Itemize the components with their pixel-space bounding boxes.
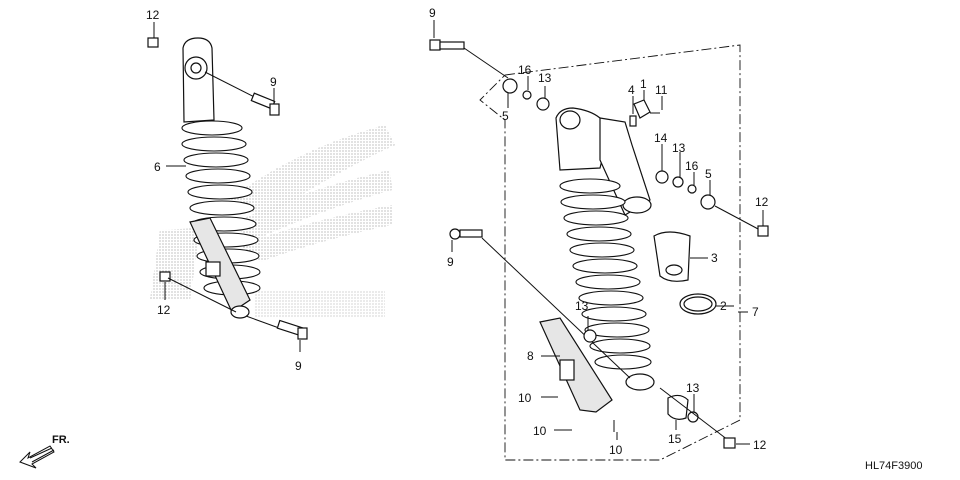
- dust-seal-16-top: [522, 90, 532, 100]
- callout-1: 1: [640, 77, 647, 91]
- callout-16-top: 16: [518, 63, 532, 77]
- bearing-13-mid: [672, 176, 684, 188]
- callout-12-left: 12: [157, 303, 171, 317]
- bolt-9-left-head: [449, 228, 461, 240]
- callout-9-top: 9: [429, 6, 436, 20]
- callout-5-mid: 5: [705, 167, 712, 181]
- callout-10-a: 10: [518, 391, 532, 405]
- right-lower-eye: [625, 373, 655, 391]
- reservoir: [599, 117, 651, 216]
- right-shock-assembly: [429, 39, 769, 449]
- callout-4: 4: [628, 83, 635, 97]
- diagram-code: HL74F3900: [865, 460, 923, 472]
- dust-seal-16-mid: [687, 184, 697, 194]
- bracket-4: [629, 115, 637, 127]
- bearing-13-top: [536, 97, 550, 111]
- callout-2: 2: [720, 299, 727, 313]
- lower-eye-left: [230, 305, 250, 319]
- bearing-13-low: [583, 329, 597, 343]
- callout-14: 14: [654, 131, 668, 145]
- callout-9-upper-left: 9: [270, 75, 277, 89]
- shock-upper-body: [182, 37, 215, 123]
- spring-guard-8: [539, 317, 613, 413]
- callout-13-top: 13: [538, 71, 552, 85]
- nut-12-right: [757, 225, 769, 237]
- callout-13-bottom: 13: [686, 381, 700, 395]
- front-direction-arrow: FR.: [19, 434, 70, 469]
- bushing-14: [655, 170, 669, 184]
- callout-labels: 12 9 6 12 9 9 5 16 13 4 1 11 14 13 16 5 …: [146, 6, 769, 457]
- leader-lines: [153, 20, 764, 445]
- callout-7: 7: [752, 305, 759, 319]
- collar-5-top: [502, 78, 518, 94]
- callout-12-top: 12: [146, 8, 160, 22]
- callout-12-bottom: 12: [753, 438, 767, 452]
- collar-5-mid: [700, 194, 716, 210]
- callout-6: 6: [154, 160, 161, 174]
- clamp-1: [633, 99, 651, 119]
- callout-8: 8: [527, 349, 534, 363]
- left-shock-assembly: [147, 37, 308, 340]
- callout-9-left: 9: [447, 255, 454, 269]
- fr-label: FR.: [52, 434, 70, 446]
- bolt-9-top-head: [429, 39, 441, 51]
- wing-logo-watermark: [150, 125, 395, 318]
- bolt-9-left: [459, 229, 483, 238]
- nut-12-bottom: [723, 437, 736, 449]
- callout-15: 15: [668, 432, 682, 446]
- nut-12-left: [159, 271, 171, 282]
- callout-10-b: 10: [533, 424, 547, 438]
- callout-12-right: 12: [755, 195, 769, 209]
- callout-13-mid: 13: [672, 141, 686, 155]
- right-spring: [559, 178, 652, 370]
- callout-5-top: 5: [502, 109, 509, 123]
- assembly-boundary: [479, 44, 741, 461]
- bushing-15: [667, 394, 689, 420]
- callout-10-c: 10: [609, 443, 623, 457]
- bolt-9-top: [439, 41, 465, 50]
- nut-12-top: [147, 37, 159, 48]
- callout-3: 3: [711, 251, 718, 265]
- callout-9-bottom-left: 9: [295, 359, 302, 373]
- callout-13-low: 13: [575, 299, 589, 313]
- callout-16-mid: 16: [685, 159, 699, 173]
- callout-11: 11: [655, 83, 668, 97]
